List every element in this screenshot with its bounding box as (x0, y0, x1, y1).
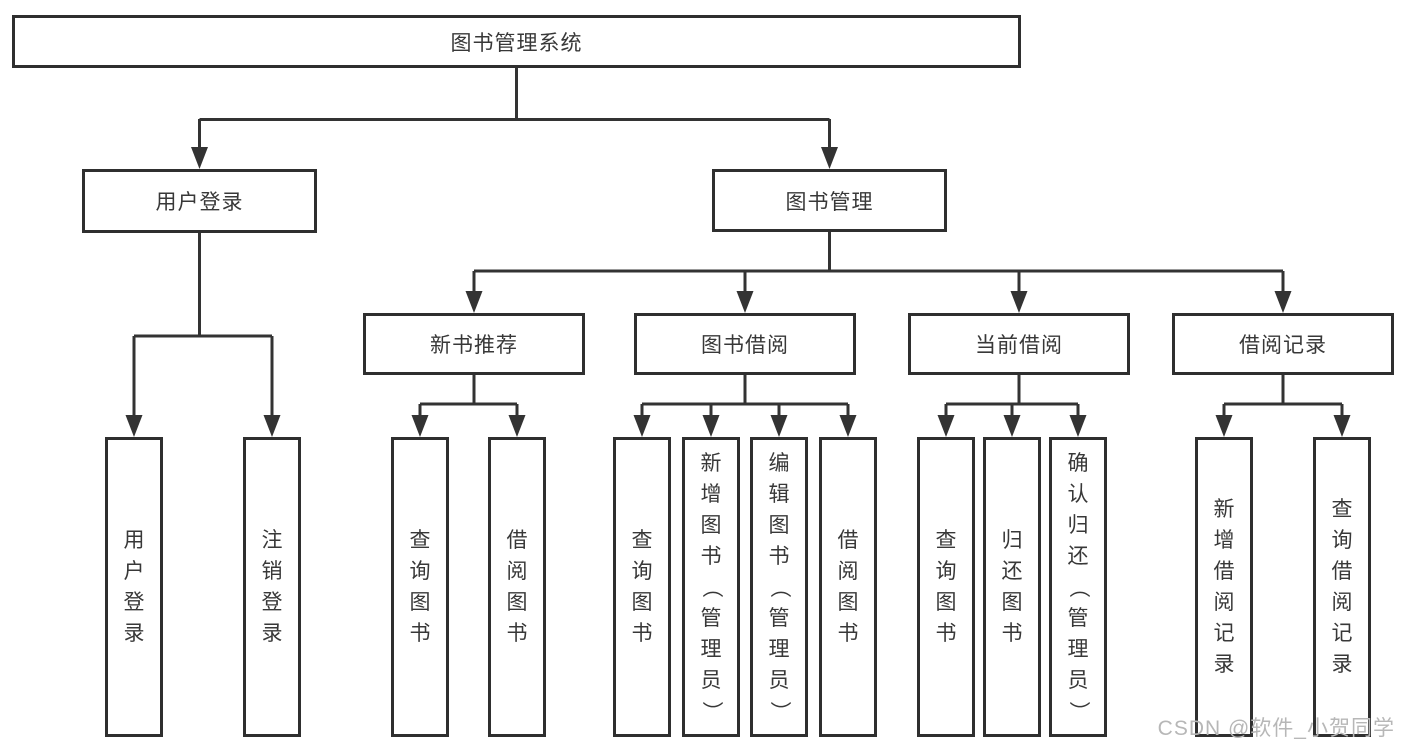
arrowhead-down-icon (465, 291, 483, 313)
node-label: 确认归还（管理员） (1066, 451, 1090, 722)
leaf-node-edit-book-admin: 编辑图书（管理员） (750, 437, 808, 737)
arrowhead-down-icon (1003, 415, 1021, 437)
node-label: 注销登录 (261, 529, 283, 645)
node-label: 图书管理系统 (450, 31, 583, 55)
arrowhead-down-icon (508, 415, 526, 437)
leaf-node-borrow-books-recommend: 借阅图书 (488, 437, 546, 737)
node-label: 新增借阅记录 (1213, 498, 1235, 676)
node-label: 查询图书 (409, 529, 431, 645)
node-label: 当前借阅 (975, 334, 1063, 357)
arrowhead-down-icon (821, 147, 838, 169)
arrowhead-down-icon (1069, 415, 1087, 437)
arrowhead-down-icon (736, 291, 754, 313)
arrowhead-down-icon (125, 415, 143, 437)
node-label: 编辑图书（管理员） (767, 451, 791, 722)
node-label: 借阅记录 (1239, 334, 1327, 357)
node-label: 查询图书 (631, 529, 653, 645)
node-label: 归还图书 (1001, 529, 1023, 645)
node-book-borrowing: 图书借阅 (634, 313, 856, 375)
node-label: 用户登录 (155, 191, 244, 214)
node-label: 图书借阅 (701, 334, 789, 357)
node-label: 借阅图书 (506, 529, 528, 645)
csdn-watermark: CSDN @软件_小贺同学 (1157, 717, 1395, 740)
arrowhead-down-icon (411, 415, 429, 437)
node-label: 查询借阅记录 (1331, 498, 1353, 676)
arrowhead-down-icon (633, 415, 651, 437)
leaf-node-add-borrow-record: 新增借阅记录 (1195, 437, 1253, 737)
arrowhead-down-icon (1333, 415, 1351, 437)
node-label: 查询图书 (935, 529, 957, 645)
arrowhead-down-icon (1274, 291, 1292, 313)
leaf-node-add-book-admin: 新增图书（管理员） (682, 437, 740, 737)
node-new-book-recommendation: 新书推荐 (363, 313, 585, 375)
node-label: 新书推荐 (430, 334, 518, 357)
node-user-login: 用户登录 (82, 169, 317, 233)
arrowhead-down-icon (1010, 291, 1028, 313)
arrowhead-down-icon (191, 147, 208, 169)
arrowhead-down-icon (770, 415, 788, 437)
leaf-node-query-borrow-record: 查询借阅记录 (1313, 437, 1371, 737)
leaf-node-query-books-borrowing: 查询图书 (613, 437, 671, 737)
leaf-node-borrow-books: 借阅图书 (819, 437, 877, 737)
leaf-node-query-books-recommend: 查询图书 (391, 437, 449, 737)
node-label: 用户登录 (123, 529, 145, 645)
leaf-node-return-books: 归还图书 (983, 437, 1041, 737)
node-borrowing-records: 借阅记录 (1172, 313, 1394, 375)
leaf-node-query-books-current: 查询图书 (917, 437, 975, 737)
node-book-management: 图书管理 (712, 169, 947, 232)
node-label: 新增图书（管理员） (699, 451, 723, 722)
node-label: 图书管理 (785, 190, 874, 214)
node-library-management-system: 图书管理系统 (12, 15, 1021, 68)
arrowhead-down-icon (839, 415, 857, 437)
node-current-borrowing: 当前借阅 (908, 313, 1130, 375)
leaf-node-logout: 注销登录 (243, 437, 301, 737)
arrowhead-down-icon (702, 415, 720, 437)
leaf-node-confirm-return-admin: 确认归还（管理员） (1049, 437, 1107, 737)
arrowhead-down-icon (1215, 415, 1233, 437)
leaf-node-user-login: 用户登录 (105, 437, 163, 737)
arrowhead-down-icon (263, 415, 281, 437)
node-label: 借阅图书 (837, 529, 859, 645)
arrowhead-down-icon (937, 415, 955, 437)
